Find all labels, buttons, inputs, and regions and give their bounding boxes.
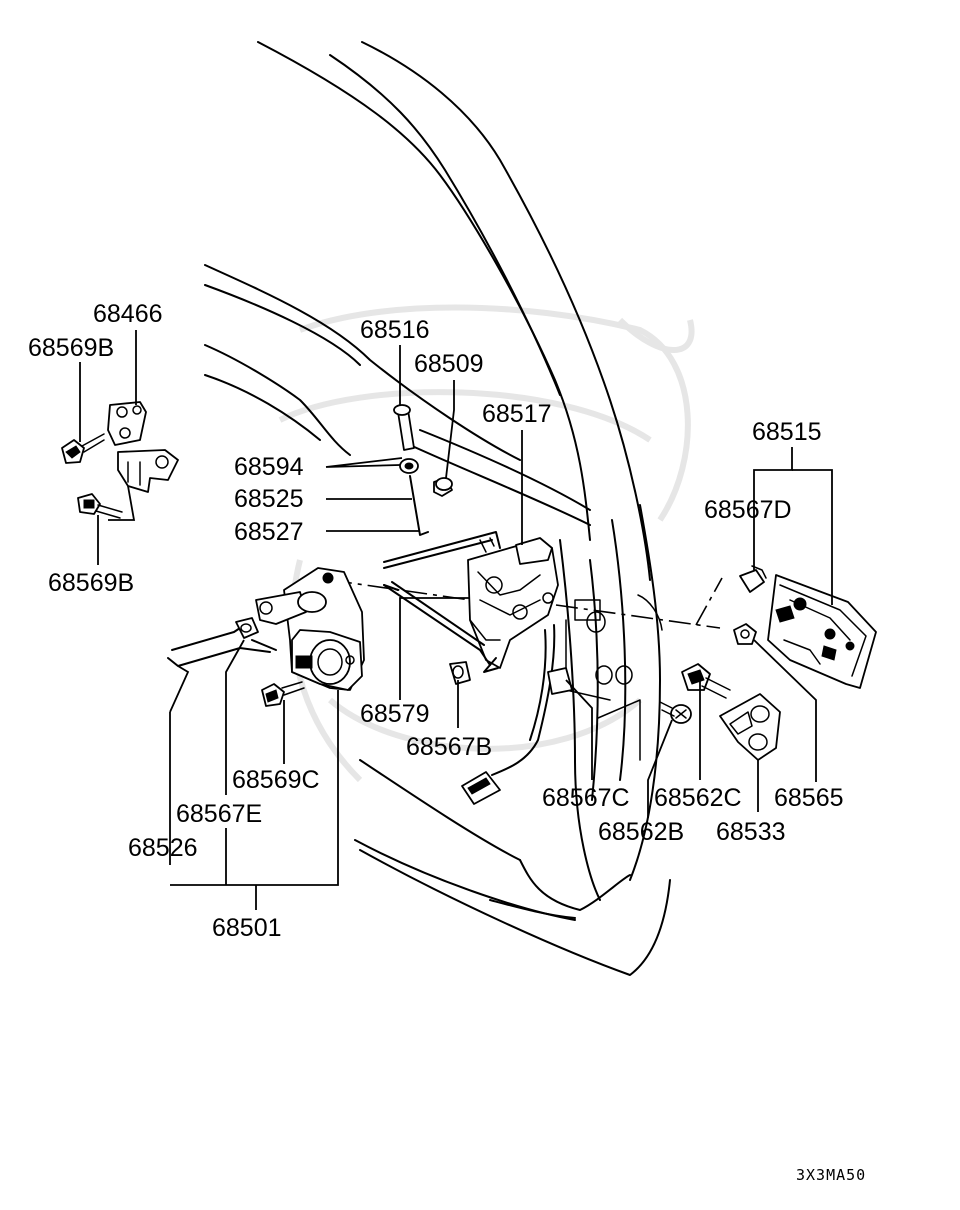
leader-lines	[79, 330, 833, 910]
label-68569b-bottom: 68569B	[48, 569, 134, 597]
label-68562b: 68562B	[598, 818, 684, 846]
outside-handle-assembly	[767, 574, 877, 689]
label-68562c: 68562C	[654, 784, 742, 812]
label-68501: 68501	[212, 914, 282, 942]
label-68579: 68579	[360, 700, 430, 728]
door-striker	[719, 693, 781, 761]
label-68525: 68525	[234, 485, 304, 513]
label-68517: 68517	[482, 400, 552, 428]
screw-68562b	[659, 701, 692, 724]
bolt-68569b-top	[61, 433, 105, 464]
label-68567e: 68567E	[176, 800, 262, 828]
clip-68567d	[739, 565, 767, 593]
hinge-bracket	[107, 401, 179, 493]
door-latch-assembly	[467, 537, 559, 673]
clip-68567b	[449, 661, 471, 685]
label-68567b: 68567B	[406, 733, 492, 761]
label-68509: 68509	[414, 350, 484, 378]
label-68515: 68515	[752, 418, 822, 446]
nut-68565	[733, 623, 757, 645]
label-68533: 68533	[716, 818, 786, 846]
alignment-lines	[329, 577, 723, 629]
latch-cable	[461, 624, 573, 805]
lock-knob-rod	[383, 404, 501, 569]
bolt-68569b-bottom	[77, 493, 123, 519]
door-body-outline	[204, 41, 671, 976]
bolt-68569c	[261, 681, 305, 707]
label-68567c: 68567C	[542, 784, 630, 812]
label-68466: 68466	[93, 300, 163, 328]
label-68594: 68594	[234, 453, 304, 481]
label-68526: 68526	[128, 834, 198, 862]
diagram-code: 3X3MA50	[796, 1166, 866, 1184]
bolt-68562c	[681, 663, 731, 699]
label-68569b-top: 68569B	[28, 334, 114, 362]
label-68527: 68527	[234, 518, 304, 546]
actuator-rod	[167, 617, 277, 667]
part-number-labels: 68466 68569B 68569B 68516 68509 68517 68…	[28, 300, 866, 1184]
label-68565: 68565	[774, 784, 844, 812]
watermark-emblem	[278, 304, 695, 783]
label-68567d: 68567D	[704, 496, 792, 524]
door-lock-actuator	[255, 567, 365, 691]
latch-rod	[383, 581, 491, 666]
label-68516: 68516	[360, 316, 430, 344]
label-68569c: 68569C	[232, 766, 320, 794]
